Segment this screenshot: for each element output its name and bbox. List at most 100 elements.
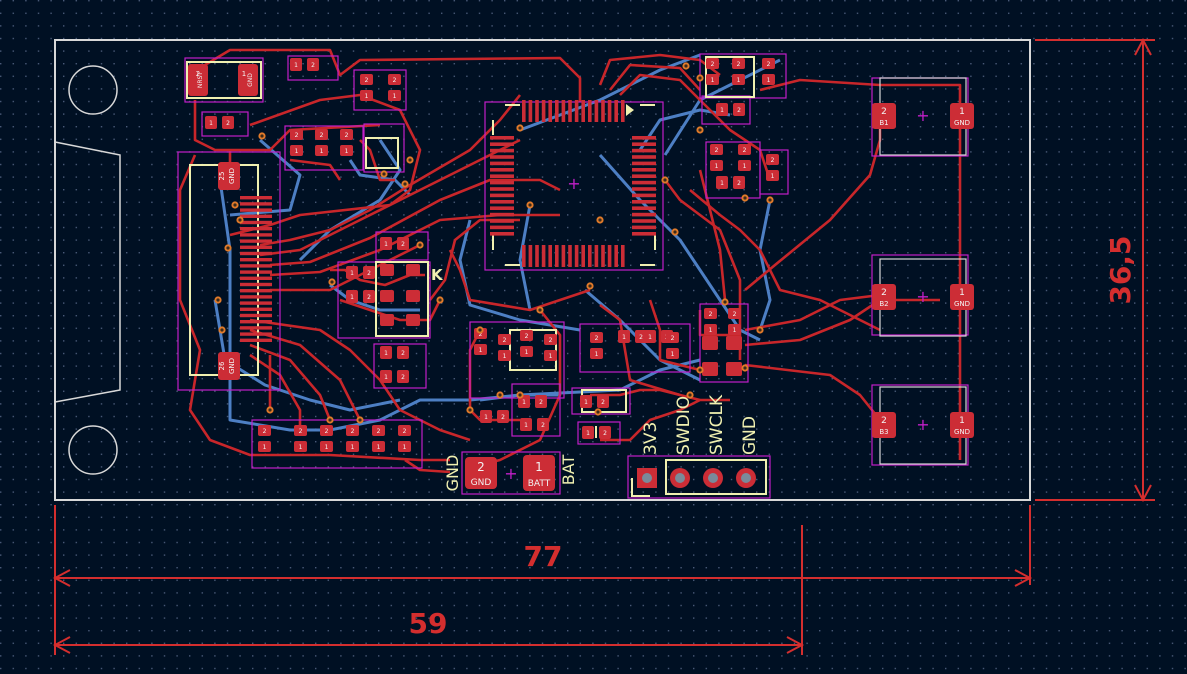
mcu-pin-top[interactable] (548, 100, 552, 122)
button-pad-1[interactable] (950, 103, 974, 129)
diode-pad[interactable] (406, 314, 420, 326)
mcu-pin-bottom[interactable] (535, 245, 539, 267)
smd-pad-2[interactable] (290, 129, 303, 140)
smd-pad-1[interactable] (360, 90, 373, 101)
smd-pad-2[interactable] (520, 330, 533, 341)
smd-pad-1[interactable] (320, 441, 333, 452)
mcu-pin-left[interactable] (490, 206, 514, 210)
mcu-pin-right[interactable] (632, 219, 656, 223)
mcu-pin-right[interactable] (632, 212, 656, 217)
diode-pad[interactable] (406, 290, 420, 302)
mcu-pin-bottom[interactable] (555, 245, 559, 267)
mcu-pin-bottom[interactable] (561, 245, 566, 267)
smd-pad-2[interactable] (363, 266, 375, 279)
smd-pad-1[interactable] (380, 346, 392, 359)
smd-pad-1[interactable] (205, 116, 217, 129)
smd-pad-2[interactable] (222, 116, 234, 129)
display-connector-pin[interactable] (240, 208, 272, 212)
mcu-pin-bottom[interactable] (588, 245, 592, 267)
display-connector-pin[interactable] (240, 289, 272, 293)
smd-pad-1[interactable] (710, 160, 723, 171)
smd-pad-2[interactable] (397, 346, 409, 359)
mcu-pin-bottom[interactable] (607, 245, 612, 267)
mcu-pin-top[interactable] (594, 100, 599, 122)
display-connector-pin[interactable] (240, 239, 272, 243)
smd-pad-2[interactable] (294, 425, 307, 436)
smd-pad-1[interactable] (294, 441, 307, 452)
display-connector-pin[interactable] (240, 264, 272, 268)
mcu-pin-left[interactable] (490, 180, 514, 185)
smd-pad-1[interactable] (474, 344, 487, 355)
smd-pad-2[interactable] (738, 144, 751, 155)
smd-pad-2[interactable] (397, 370, 409, 383)
smd-pad-2[interactable] (372, 425, 385, 436)
battery-pad-1[interactable] (523, 455, 555, 491)
mcu-pin-left[interactable] (490, 155, 514, 159)
smd-pad-2[interactable] (320, 425, 333, 436)
mcu-pin-top[interactable] (588, 100, 592, 122)
smd-pad-1[interactable] (728, 324, 741, 335)
smd-pad-2[interactable] (666, 332, 679, 343)
mcu-pin-right[interactable] (632, 161, 656, 166)
smd-pad-1[interactable] (258, 441, 271, 452)
mcu-pin-bottom[interactable] (621, 245, 625, 267)
button-pad-2[interactable] (872, 412, 896, 438)
smd-pad-2[interactable] (599, 426, 611, 439)
smd-pad-1[interactable] (380, 237, 392, 250)
mcu-pin-left[interactable] (490, 200, 514, 204)
smd-pad-2[interactable] (590, 332, 603, 343)
mcu-pin-right[interactable] (632, 142, 656, 146)
smd-pad-2[interactable] (307, 58, 319, 71)
display-pad-25[interactable] (218, 162, 240, 190)
mcu-pin-right[interactable] (632, 174, 656, 178)
smd-pad-1[interactable] (582, 426, 594, 439)
smd-pad-2[interactable] (732, 58, 745, 69)
mcu-pin-top[interactable] (555, 100, 559, 122)
smd-pad-2[interactable] (398, 425, 411, 436)
smd-pad-2[interactable] (597, 395, 609, 408)
mcu-pin-right[interactable] (632, 206, 656, 210)
button-pad-2[interactable] (872, 284, 896, 310)
smd-pad-1[interactable] (590, 348, 603, 359)
smd-pad-2[interactable] (363, 290, 375, 303)
smd-pad-1[interactable] (766, 170, 779, 181)
smd-pad-2[interactable] (704, 308, 717, 319)
display-connector-pin[interactable] (240, 214, 272, 218)
mcu-pin-left[interactable] (490, 232, 514, 236)
mcu-pin-bottom[interactable] (568, 245, 572, 267)
smd-pad-1[interactable] (666, 348, 679, 359)
mcu-pin-top[interactable] (568, 100, 572, 122)
smd-pad-2[interactable] (762, 58, 775, 69)
mcu-pin-right[interactable] (632, 180, 656, 185)
mcu-pin-top[interactable] (522, 100, 526, 122)
smd-pad-1[interactable] (315, 145, 328, 156)
smd-pad[interactable] (702, 336, 718, 350)
smd-pad-1[interactable] (346, 441, 359, 452)
display-connector-pin[interactable] (240, 245, 272, 249)
smd-pad-1[interactable] (380, 370, 392, 383)
smd-pad-2[interactable] (733, 103, 745, 116)
reset-switch-pad-2[interactable] (188, 64, 208, 96)
mcu-pin-bottom[interactable] (574, 245, 579, 267)
mcu-pin-right[interactable] (632, 193, 656, 198)
diode-pad[interactable] (380, 264, 394, 276)
smd-pad-2[interactable] (544, 334, 557, 345)
smd-pad-2[interactable] (706, 58, 719, 69)
smd-pad-1[interactable] (544, 350, 557, 361)
mcu-pin-right[interactable] (632, 225, 656, 230)
smd-pad-1[interactable] (372, 441, 385, 452)
battery-pad-2[interactable] (465, 457, 497, 489)
smd-pad-2[interactable] (346, 425, 359, 436)
mcu-pin-bottom[interactable] (541, 245, 546, 267)
smd-pad-1[interactable] (762, 74, 775, 85)
smd-pad[interactable] (702, 362, 718, 376)
smd-pad-1[interactable] (716, 103, 728, 116)
display-connector-pin[interactable] (240, 282, 272, 287)
mcu-pin-left[interactable] (490, 174, 514, 178)
mcu-pin-left[interactable] (490, 193, 514, 198)
display-connector-pin[interactable] (240, 320, 272, 324)
smd-pad-1[interactable] (706, 74, 719, 85)
display-connector-pin[interactable] (240, 202, 272, 206)
mcu-pin-left[interactable] (490, 148, 514, 153)
